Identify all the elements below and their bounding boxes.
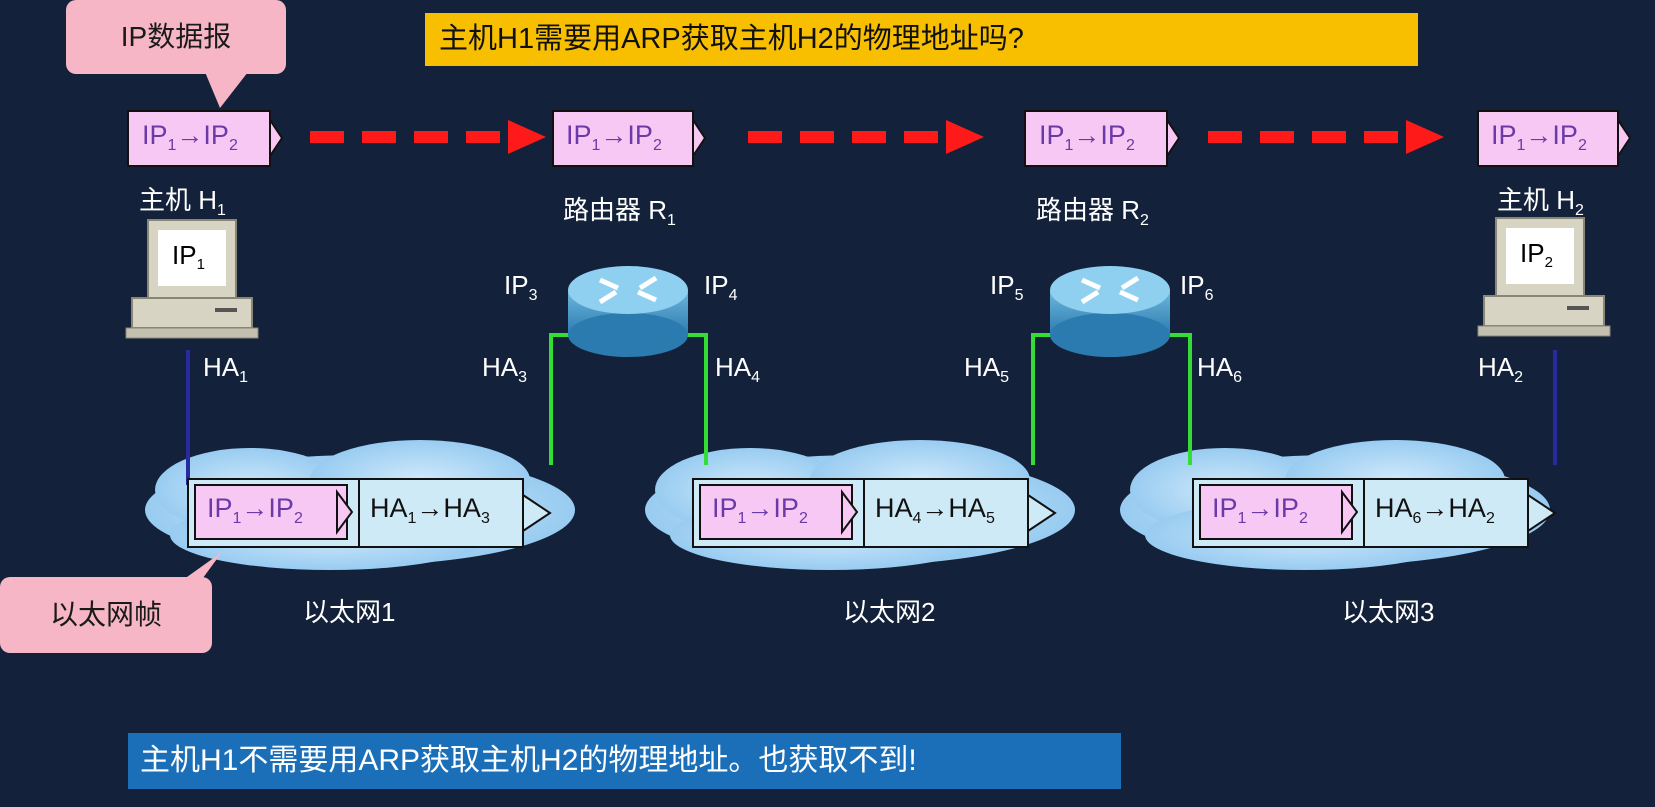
node-name-h2: 主机 H2: [1497, 185, 1584, 219]
h1-ha: HA1: [203, 352, 249, 386]
r1-ha-right: HA4: [715, 352, 761, 386]
node-name-h1: 主机 H1: [139, 185, 226, 219]
node-name-r2: 路由器 R2: [1036, 195, 1149, 229]
frame2-datagram-label: IP1→IP2: [712, 493, 808, 527]
r2-left-link: [1031, 333, 1055, 465]
datagram-label-r2: IP1→IP2: [1039, 120, 1135, 154]
r2-ip-left: IP5: [990, 270, 1024, 304]
frame3-ha-label: HA6→HA2: [1375, 493, 1495, 527]
dashed-arrow-r1-r2: [748, 120, 984, 154]
node-name-r1: 路由器 R1: [563, 195, 676, 229]
dashed-arrow-h1-r1: [310, 120, 546, 154]
router-r2-icon: [1050, 266, 1170, 357]
r1-ip-right: IP4: [704, 270, 738, 304]
frame1-ha-label: HA1→HA3: [370, 493, 490, 527]
r2-ha-left: HA5: [964, 352, 1010, 386]
callout-ip-pointer: [205, 72, 248, 108]
r2-right-link: [1165, 333, 1192, 465]
r1-right-link: [682, 333, 708, 465]
datagram-label-h2: IP1→IP2: [1491, 120, 1587, 154]
callout-ethernet-frame: 以太网帧: [0, 577, 212, 653]
r1-ip-left: IP3: [504, 270, 538, 304]
dashed-arrow-r2-h2: [1208, 120, 1444, 154]
frame-box-3: [1192, 478, 1557, 548]
callout-ip-datagram: IP数据报: [66, 0, 286, 74]
datagram-label-h1: IP1→IP2: [142, 120, 238, 154]
question-banner: 主机H1需要用ARP获取主机H2的物理地址吗?: [425, 13, 1418, 66]
frame-box-2: [692, 478, 1057, 548]
router-r1-icon: [568, 266, 688, 357]
r1-ha-left: HA3: [482, 352, 528, 386]
r2-ip-right: IP6: [1180, 270, 1214, 304]
r2-ha-right: HA6: [1197, 352, 1243, 386]
datagram-box-r2: [1024, 110, 1181, 167]
answer-banner: 主机H1不需要用ARP获取主机H2的物理地址。也获取不到!: [128, 733, 1121, 789]
network-name-2: 以太网2: [843, 597, 936, 627]
datagram-label-r1: IP1→IP2: [566, 120, 662, 154]
network-name-3: 以太网3: [1342, 597, 1435, 627]
h2-screen-ip: IP2: [1520, 238, 1553, 271]
frame-box-1: [187, 478, 552, 548]
frame1-datagram-label: IP1→IP2: [207, 493, 303, 527]
network-name-1: 以太网1: [303, 597, 396, 627]
datagram-box-r1: [552, 110, 707, 167]
datagram-box-h1: [127, 110, 284, 167]
frame2-ha-label: HA4→HA5: [875, 493, 995, 527]
callout-frame-pointer: [180, 552, 222, 582]
r1-left-link: [549, 333, 575, 465]
datagram-box-h2: [1477, 110, 1632, 167]
h2-ha: HA2: [1478, 352, 1524, 386]
computer-h1-icon: [125, 219, 259, 339]
frame3-datagram-label: IP1→IP2: [1212, 493, 1308, 527]
h1-screen-ip: IP1: [172, 240, 205, 273]
computer-h2-icon: [1477, 217, 1611, 337]
